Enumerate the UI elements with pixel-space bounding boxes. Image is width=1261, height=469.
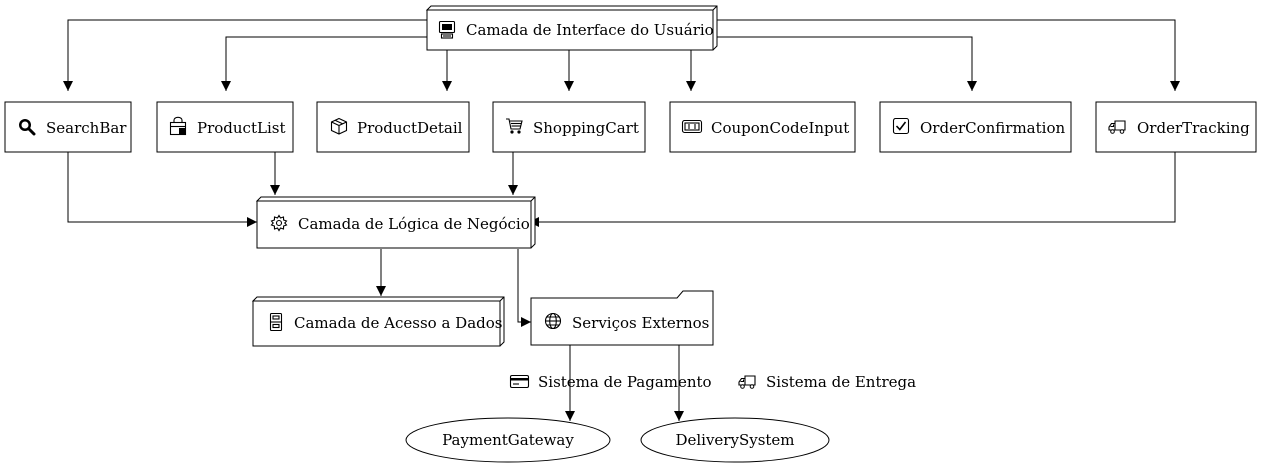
edge-business-to-external bbox=[517, 249, 531, 327]
edge-label-payment: Sistema de Pagamento bbox=[509, 373, 712, 391]
node-ordertracking: OrderTracking bbox=[1095, 101, 1257, 153]
ordertracking-label: OrderTracking bbox=[1137, 119, 1250, 137]
delivery-system-label: DeliverySystem bbox=[675, 431, 794, 449]
filing-cabinet-icon bbox=[269, 312, 283, 332]
productlist-label: ProductList bbox=[197, 119, 285, 137]
node-couponcodeinput: CouponCodeInput bbox=[669, 101, 856, 153]
ticket-icon bbox=[681, 119, 703, 134]
edge-ordertracking-to-business bbox=[529, 152, 1176, 227]
payment-gateway-label: PaymentGateway bbox=[442, 431, 574, 449]
node-data-access-layer: Camada de Acesso a Dados bbox=[251, 296, 505, 347]
globe-icon bbox=[544, 312, 562, 330]
edges bbox=[63, 19, 1180, 421]
edge-ui-to-orderconfirmation bbox=[713, 36, 977, 91]
truck-icon bbox=[1108, 120, 1126, 134]
productdetail-label: ProductDetail bbox=[357, 119, 463, 137]
node-business-layer: Camada de Lógica de Negócio bbox=[255, 196, 536, 249]
gear-icon bbox=[270, 214, 288, 232]
package-icon bbox=[330, 117, 348, 135]
edge-ui-to-searchbar bbox=[63, 19, 427, 91]
orderconfirmation-label: OrderConfirmation bbox=[920, 119, 1065, 137]
data-access-layer-label: Camada de Acesso a Dados bbox=[294, 314, 502, 332]
node-productlist: ProductList bbox=[156, 101, 294, 153]
edge-searchbar-to-business bbox=[67, 152, 257, 227]
edge-label-delivery: Sistema de Entrega bbox=[738, 373, 916, 391]
node-payment-gateway: PaymentGateway bbox=[405, 417, 611, 463]
node-shoppingcart: ShoppingCart bbox=[492, 101, 646, 153]
node-productdetail: ProductDetail bbox=[316, 101, 470, 153]
node-orderconfirmation: OrderConfirmation bbox=[879, 101, 1072, 153]
node-delivery-system: DeliverySystem bbox=[640, 417, 830, 463]
business-layer-label: Camada de Lógica de Negócio bbox=[298, 215, 530, 233]
shopping-bag-icon bbox=[169, 116, 187, 136]
couponcodeinput-label: CouponCodeInput bbox=[711, 119, 849, 137]
cart-icon bbox=[506, 118, 523, 134]
searchbar-label: SearchBar bbox=[46, 119, 127, 137]
payment-edge-label: Sistema de Pagamento bbox=[538, 373, 712, 391]
ui-layer-label: Camada de Interface do Usuário bbox=[466, 21, 714, 39]
truck-icon bbox=[738, 375, 756, 389]
shoppingcart-label: ShoppingCart bbox=[533, 119, 639, 137]
delivery-edge-label: Sistema de Entrega bbox=[766, 373, 916, 391]
node-searchbar: SearchBar bbox=[4, 101, 132, 153]
edge-ui-to-ordertracking bbox=[713, 19, 1180, 91]
checkbox-icon bbox=[892, 117, 910, 135]
computer-icon bbox=[438, 20, 456, 39]
external-services-label: Serviços Externos bbox=[572, 314, 709, 332]
node-ui-layer: Camada de Interface do Usuário bbox=[425, 5, 718, 51]
node-external-services: Serviços Externos bbox=[530, 290, 714, 346]
edge-ui-to-productlist bbox=[221, 36, 427, 91]
magnifier-icon bbox=[19, 119, 36, 136]
credit-card-icon bbox=[509, 374, 530, 389]
